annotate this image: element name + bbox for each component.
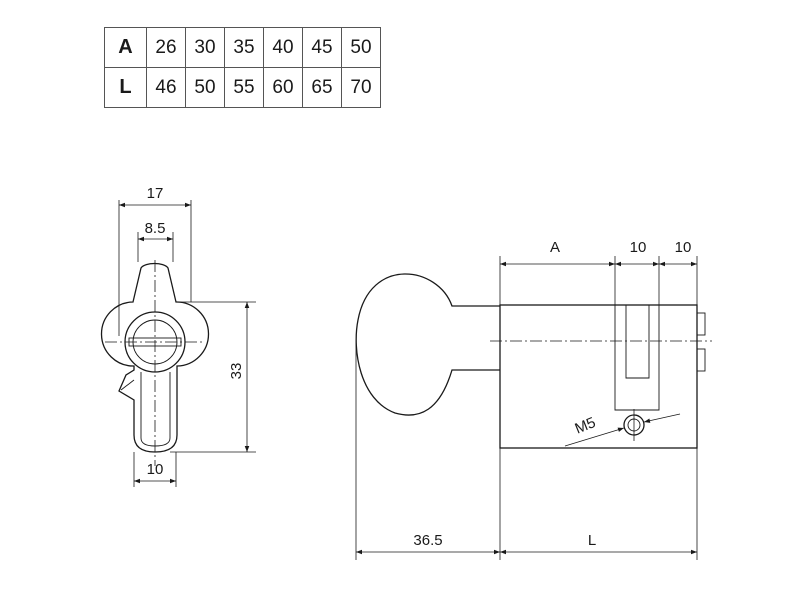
table-cell: 26 (146, 27, 186, 68)
table-cell: 50 (341, 27, 381, 68)
table-cell: 50 (185, 67, 225, 108)
cylinder-body (499, 304, 698, 449)
row-header-l: L (104, 67, 147, 108)
side-view: 17 8.5 33 10 (100, 185, 256, 487)
table-cell: 46 (146, 67, 186, 108)
front-view: A 10 10 36.5 L M5 (355, 239, 712, 560)
cam-slot (614, 305, 660, 411)
dim-label-bottom: 10 (147, 461, 164, 478)
table-cell: 35 (224, 27, 264, 68)
thumb-turn-knob (355, 273, 500, 416)
row-header-a: A (104, 27, 147, 68)
dim-label-10b: 10 (675, 239, 692, 256)
dim-label-10a: 10 (630, 239, 647, 256)
table-row-l: L 46 50 55 60 65 70 (104, 67, 381, 108)
thread-leader-line (643, 413, 681, 423)
dim-label-cam: 8.5 (145, 220, 166, 237)
dim-label-knob: 36.5 (413, 532, 442, 549)
table-cell: 70 (341, 67, 381, 108)
dim-label-width: 17 (147, 185, 164, 202)
cam-slot-inner (625, 305, 650, 379)
thread-leader-line (564, 427, 625, 447)
cylinder-profile (100, 262, 210, 453)
end-tab-top (696, 312, 706, 336)
dim-label-height: 33 (228, 363, 245, 380)
dim-label-a: A (550, 239, 560, 256)
dimension-table: A 26 30 35 40 45 50 L 46 50 55 60 65 70 (104, 27, 381, 108)
table-row-a: A 26 30 35 40 45 50 (104, 27, 381, 68)
end-tab-bottom (696, 348, 706, 372)
dim-label-thread: M5 (572, 414, 598, 438)
tail-detail (120, 379, 135, 391)
dim-label-length: L (588, 532, 596, 549)
table-cell: 60 (263, 67, 303, 108)
cylinder-inner-outline (140, 372, 171, 447)
